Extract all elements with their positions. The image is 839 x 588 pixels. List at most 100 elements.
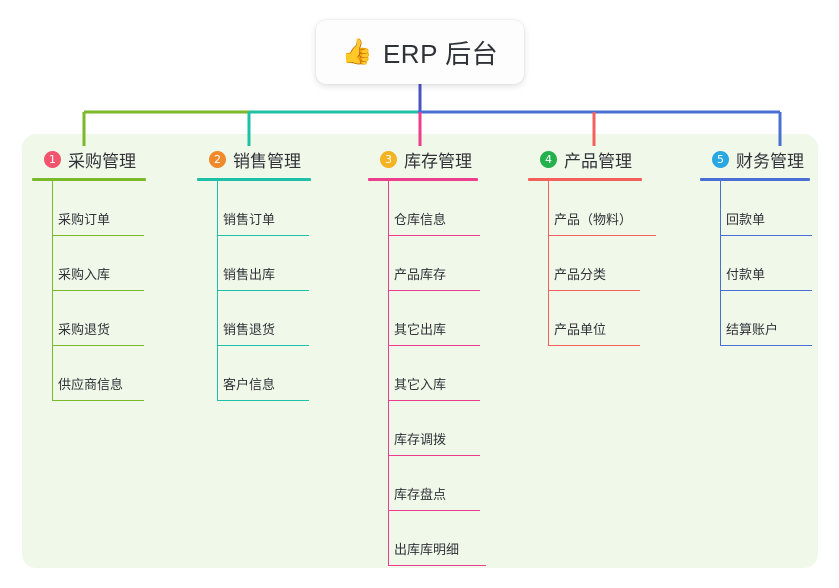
item-stem: [388, 401, 390, 456]
item-stem: [388, 511, 390, 566]
item-rule: [217, 289, 309, 291]
list-item[interactable]: 产品（物料）: [528, 181, 656, 236]
list-item[interactable]: 回款单: [700, 181, 812, 236]
column-title-2: 销售管理: [233, 151, 301, 171]
root-node[interactable]: 👍 ERP 后台: [316, 20, 524, 84]
item-label: 销售退货: [223, 322, 276, 337]
column-title-1: 采购管理: [68, 151, 136, 171]
list-item[interactable]: 销售订单: [197, 181, 311, 236]
list-item[interactable]: 销售出库: [197, 236, 311, 291]
list-item[interactable]: 其它出库: [368, 291, 480, 346]
list-item[interactable]: 仓库信息: [368, 181, 480, 236]
item-label: 产品库存: [394, 267, 447, 282]
item-stem: [217, 236, 219, 291]
column-badge-5: 5: [712, 150, 729, 168]
column-badge-1: 1: [44, 150, 61, 168]
item-rule: [217, 234, 309, 236]
item-label: 产品分类: [554, 267, 607, 282]
thumbs-up-icon: 👍: [341, 37, 373, 66]
list-item[interactable]: 产品分类: [528, 236, 642, 291]
item-label: 供应商信息: [58, 377, 124, 392]
list-item[interactable]: 采购退货: [32, 291, 146, 346]
item-stem: [548, 236, 550, 291]
item-stem: [388, 236, 390, 291]
item-rule: [388, 399, 480, 401]
item-label: 回款单: [726, 212, 766, 227]
column-title-5: 财务管理: [736, 151, 804, 171]
list-item[interactable]: 产品库存: [368, 236, 480, 291]
column-title-4: 产品管理: [564, 151, 632, 171]
list-item[interactable]: 采购入库: [32, 236, 146, 291]
column-items-1: 采购订单采购入库采购退货供应商信息: [32, 181, 146, 401]
column-badge-4: 4: [540, 150, 557, 168]
item-rule: [52, 399, 144, 401]
item-rule: [548, 344, 640, 346]
item-rule: [388, 564, 486, 566]
item-label: 采购入库: [58, 267, 111, 282]
item-stem: [388, 291, 390, 346]
list-item[interactable]: 库存盘点: [368, 456, 480, 511]
list-item[interactable]: 客户信息: [197, 346, 311, 401]
item-label: 销售订单: [223, 212, 276, 227]
item-label: 采购订单: [58, 212, 111, 227]
item-label: 结算账户: [726, 322, 779, 337]
column-items-2: 销售订单销售出库销售退货客户信息: [197, 181, 311, 401]
item-stem: [720, 236, 722, 291]
item-label: 采购退货: [58, 322, 111, 337]
column-header-1[interactable]: 1 采购管理: [32, 146, 146, 172]
item-stem: [217, 346, 219, 401]
item-stem: [52, 181, 54, 236]
item-stem: [388, 456, 390, 511]
column-badge-3: 3: [380, 150, 397, 168]
item-rule: [388, 344, 480, 346]
item-rule: [52, 289, 144, 291]
column-header-3[interactable]: 3 库存管理: [368, 146, 478, 172]
root-title: ERP 后台: [382, 38, 499, 69]
list-item[interactable]: 出库库明细: [368, 511, 486, 566]
item-rule: [720, 234, 812, 236]
item-stem: [720, 291, 722, 346]
column-badge-2: 2: [209, 150, 226, 168]
item-stem: [52, 291, 54, 346]
column-header-5[interactable]: 5 财务管理: [700, 146, 810, 172]
list-item[interactable]: 供应商信息: [32, 346, 146, 401]
item-stem: [548, 181, 550, 236]
column-rule-4: [528, 178, 642, 181]
item-label: 产品（物料）: [554, 212, 633, 227]
item-rule: [388, 234, 480, 236]
item-label: 库存盘点: [394, 487, 447, 502]
item-label: 产品单位: [554, 322, 607, 337]
item-rule: [217, 399, 309, 401]
column-items-5: 回款单付款单结算账户: [700, 181, 812, 346]
column-3: 3 库存管理仓库信息产品库存其它出库其它入库库存调拨库存盘点出库库明细: [368, 146, 486, 566]
item-rule: [720, 289, 812, 291]
list-item[interactable]: 结算账户: [700, 291, 812, 346]
column-header-2[interactable]: 2 销售管理: [197, 146, 311, 172]
column-header-4[interactable]: 4 产品管理: [528, 146, 642, 172]
item-label: 销售出库: [223, 267, 276, 282]
item-label: 其它出库: [394, 322, 447, 337]
item-stem: [720, 181, 722, 236]
column-2: 2 销售管理销售订单销售出库销售退货客户信息: [197, 146, 311, 401]
column-title-3: 库存管理: [404, 151, 472, 171]
list-item[interactable]: 产品单位: [528, 291, 642, 346]
item-stem: [388, 181, 390, 236]
column-1: 1 采购管理采购订单采购入库采购退货供应商信息: [32, 146, 146, 401]
item-stem: [52, 346, 54, 401]
item-stem: [52, 236, 54, 291]
item-label: 库存调拨: [394, 432, 447, 447]
item-rule: [388, 509, 480, 511]
column-items-4: 产品（物料） 产品分类产品单位: [528, 181, 656, 346]
item-stem: [548, 291, 550, 346]
list-item[interactable]: 其它入库: [368, 346, 480, 401]
item-rule: [548, 289, 640, 291]
list-item[interactable]: 采购订单: [32, 181, 146, 236]
column-5: 5 财务管理回款单付款单结算账户: [700, 146, 812, 346]
item-label: 仓库信息: [394, 212, 447, 227]
column-items-3: 仓库信息产品库存其它出库其它入库库存调拨库存盘点出库库明细: [368, 181, 486, 566]
list-item[interactable]: 库存调拨: [368, 401, 480, 456]
list-item[interactable]: 销售退货: [197, 291, 311, 346]
list-item[interactable]: 付款单: [700, 236, 812, 291]
item-stem: [217, 181, 219, 236]
